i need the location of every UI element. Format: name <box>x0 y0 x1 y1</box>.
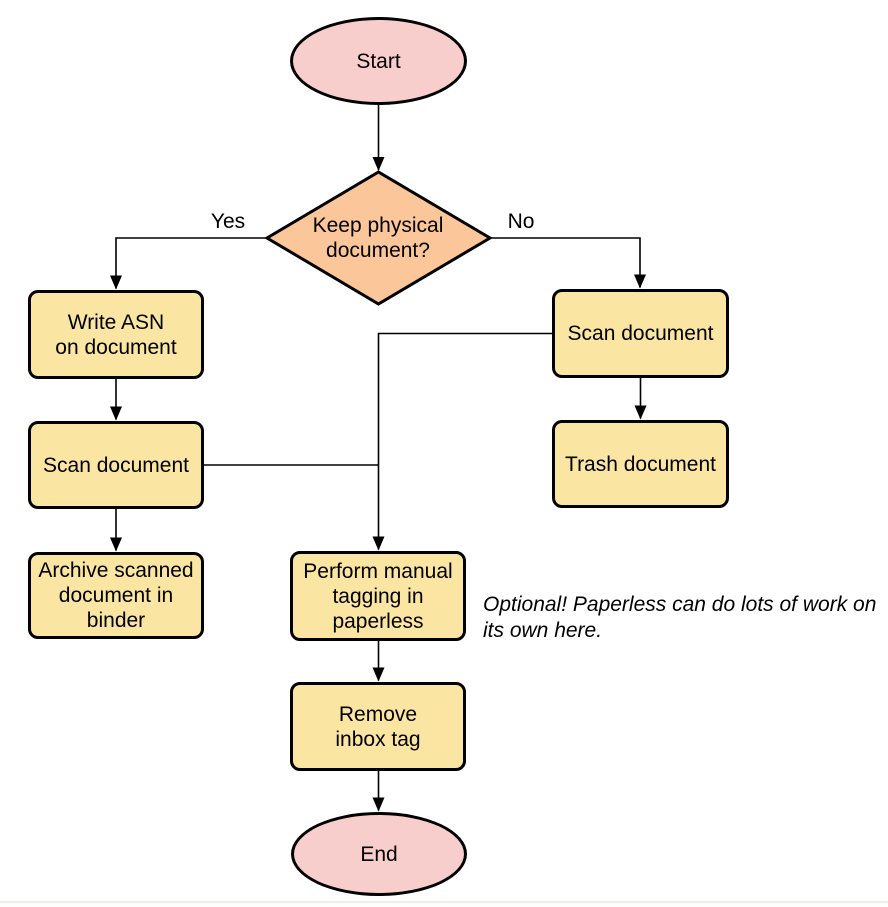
node-decision: Keep physical document? <box>266 172 490 304</box>
node-scan-document-left-label: Scan document <box>43 453 189 477</box>
annotation-optional-note: Optional! Paperless can do lots of work … <box>483 593 877 642</box>
node-perform-manual-tagging-label: Perform manual tagging in paperless <box>303 559 453 633</box>
node-trash-document-label: Trash document <box>565 452 716 476</box>
node-archive-in-binder-label: Archive scanned document in binder <box>38 559 194 632</box>
node-start-label: Start <box>356 49 401 73</box>
node-write-asn: Write ASN on document <box>28 290 204 379</box>
node-archive-in-binder: Archive scanned document in binder <box>28 552 204 639</box>
node-end-label: End <box>360 842 398 866</box>
edge-label-no: No <box>507 210 535 233</box>
node-end: End <box>291 812 467 896</box>
node-write-asn-label: Write ASN on document <box>55 310 177 359</box>
node-scan-document-right-label: Scan document <box>567 322 714 345</box>
edge-label-yes: Yes <box>210 210 246 233</box>
node-decision-label: Keep physical document? <box>312 214 444 262</box>
connector-scan-right-to-perform-tagging <box>372 332 552 551</box>
canvas-bottom-edge-line <box>0 901 888 903</box>
node-start: Start <box>290 17 467 105</box>
connector-decision-yes-to-write-asn <box>110 237 266 290</box>
node-scan-document-right: Scan document <box>552 289 729 378</box>
node-remove-inbox-tag-label: Remove inbox tag <box>335 702 421 751</box>
connector-decision-no-to-scan-right <box>491 237 646 289</box>
decision-diamond-shape <box>264 170 493 306</box>
node-perform-manual-tagging: Perform manual tagging in paperless <box>290 551 466 641</box>
node-trash-document: Trash document <box>552 420 729 508</box>
node-scan-document-left: Scan document <box>28 421 204 509</box>
node-remove-inbox-tag: Remove inbox tag <box>290 682 466 771</box>
